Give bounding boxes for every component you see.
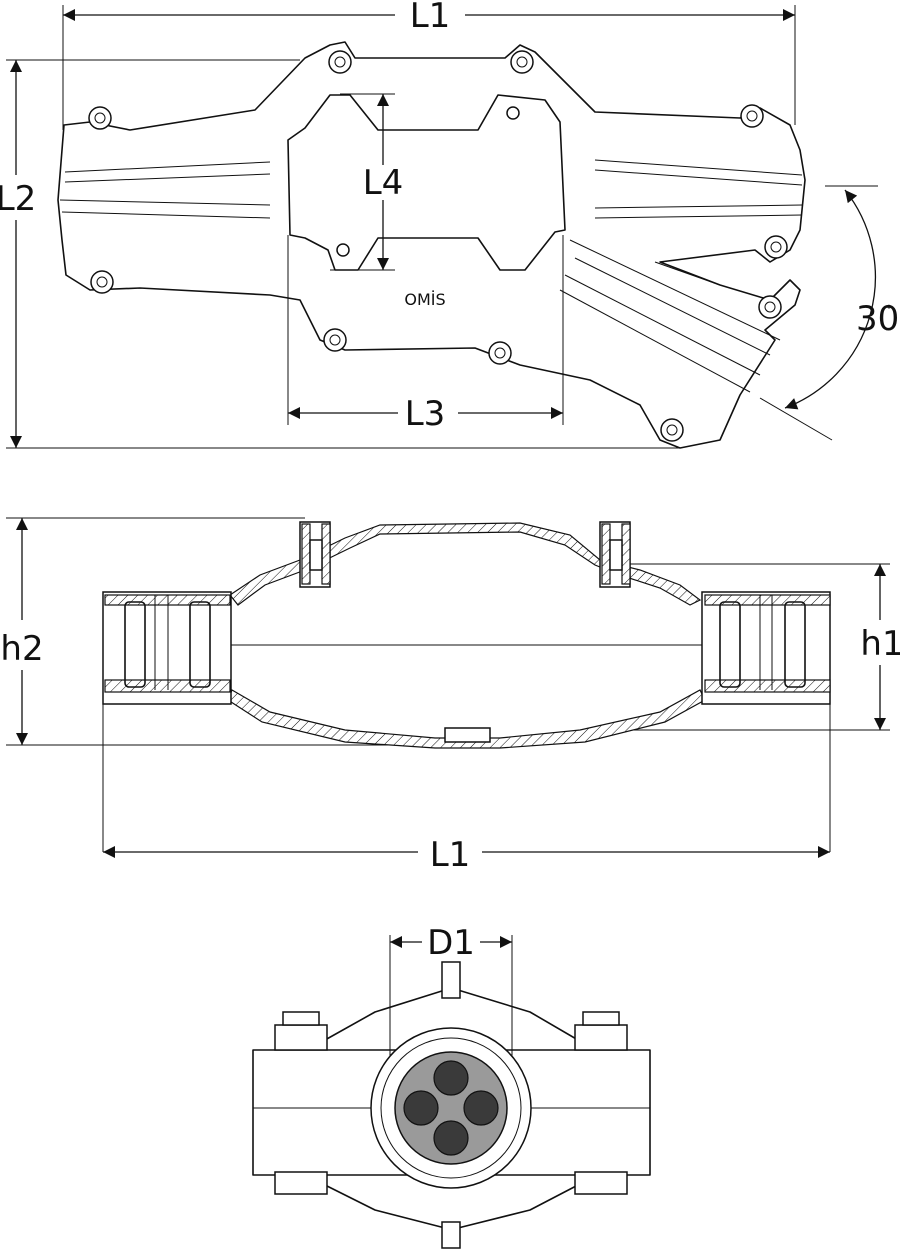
top-view: L1 L2 L4 L3 (0, 0, 899, 449)
angle-value: 30 (856, 299, 899, 339)
right-end-sleeve (701, 591, 831, 705)
conductor (403, 1090, 439, 1126)
manufacturer-logo: OMİS (404, 290, 445, 309)
clamp-body-outline (57, 41, 806, 449)
dimension-h2: h2 (0, 518, 44, 745)
cable-core (394, 1051, 508, 1165)
dimension-L3: L3 (288, 394, 563, 434)
upper-shell (229, 522, 702, 606)
dimension-h1: h1 (860, 564, 900, 730)
dimension-L4: L4 (363, 94, 404, 270)
conductor (463, 1090, 499, 1126)
label-L1-side: L1 (430, 835, 471, 875)
left-end-sleeve (102, 591, 232, 705)
angle-unit: ° (886, 303, 892, 317)
conductor (433, 1120, 469, 1156)
label-L1-top: L1 (410, 0, 451, 36)
label-L2: L2 (0, 179, 36, 219)
dimension-D1: D1 (390, 923, 512, 963)
label-L3: L3 (405, 394, 446, 434)
bolt-heads (88, 50, 788, 442)
conductor (433, 1060, 469, 1096)
side-view: h2 h1 L1 (0, 517, 900, 875)
label-D1: D1 (427, 923, 475, 963)
label-h2: h2 (0, 629, 43, 669)
label-L4: L4 (363, 163, 404, 203)
dimension-L1-top: L1 (63, 0, 795, 36)
dimension-L2: L2 (0, 60, 36, 448)
end-view: D1 (252, 923, 651, 1249)
bolt-boss-right (599, 521, 631, 588)
dimension-L1-side: L1 (103, 835, 830, 875)
inspection-window (287, 94, 566, 271)
label-h1: h1 (860, 624, 900, 664)
angle-dimension: 30 ° (759, 185, 899, 441)
bolt-boss-left (299, 521, 331, 588)
